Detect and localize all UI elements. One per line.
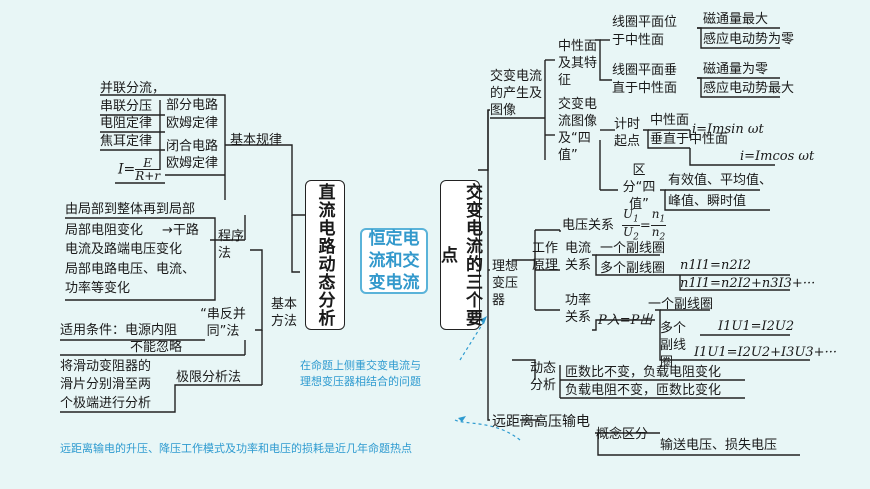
working-principle-label: 工作原理 bbox=[532, 241, 559, 273]
ideal-transformer-label: 理想变压器 bbox=[492, 259, 519, 308]
dynamic-case-2: 负载电阻不变，匝数比变化 bbox=[565, 383, 722, 398]
dynamic-case-1: 匝数比不变，负载电阻变化 bbox=[565, 365, 722, 380]
dc-analysis-label: 直流电路动态分析 bbox=[314, 183, 335, 327]
formula-rr: R+r bbox=[135, 169, 161, 183]
perp-neutral-text: 垂直于中性面 bbox=[650, 132, 729, 147]
ac-points-label: 交变电流的三个要点 bbox=[437, 183, 482, 327]
current-formula-1: n1I1=n2I2 bbox=[680, 258, 751, 273]
procedure-step-5: 功率等变化 bbox=[65, 281, 131, 296]
procedure-method-label: 程序法 bbox=[218, 229, 245, 261]
distinguish-four-values-label: 区分“四值” bbox=[622, 163, 656, 212]
parallel-shunt-text: 并联分流， bbox=[100, 81, 166, 96]
transmission-loss-text: 输送电压、损失电压 bbox=[660, 438, 778, 453]
power-equality-formula: P入=P出 bbox=[598, 313, 653, 328]
condition-text: 适用条件：电源内阻 bbox=[60, 323, 178, 338]
limit-step-2: 滑片分别滑至两 bbox=[60, 377, 152, 392]
procedure-step-2a: 局部电阻变化 bbox=[65, 223, 144, 238]
concept-distinction-label: 概念区分 bbox=[596, 427, 649, 442]
dc-analysis-box: 直流电路动态分析 bbox=[305, 180, 345, 330]
ohm-law-2-text: 欧姆定律 bbox=[166, 156, 219, 171]
coil-plane-perp-a: 线圈平面垂 bbox=[612, 63, 678, 78]
current-formula-2: n1I1=n2I2+n3I3+··· bbox=[680, 276, 816, 291]
coil-plane-perp-b: 直于中性面 bbox=[612, 81, 678, 96]
condition-text-2: 不能忽略 bbox=[130, 340, 183, 355]
procedure-step-4: 局部电路电压、电流、 bbox=[65, 262, 196, 277]
formula-e: E bbox=[135, 157, 161, 170]
coil-plane-at-neutral-a: 线圈平面位 bbox=[612, 15, 678, 30]
multi-secondary-coil-1: 多个副线圈 bbox=[600, 261, 666, 276]
power-relation-label: 功率关系 bbox=[565, 293, 592, 325]
limit-method-label: 极限分析法 bbox=[176, 370, 242, 385]
series-parallel-method-label: “串反并同”法 bbox=[200, 307, 246, 339]
flux-max-text: 磁通量最大 bbox=[703, 12, 769, 27]
dynamic-analysis-label: 动态分析 bbox=[530, 361, 557, 393]
cos-formula: i=Imcos ωt bbox=[740, 149, 815, 164]
limit-step-3: 个极端进行分析 bbox=[60, 396, 152, 411]
basic-method-label: 基本方法 bbox=[270, 297, 297, 329]
exam-note-1a: 在命题上侧重交变电流与 bbox=[300, 359, 421, 372]
procedure-step-1: 由局部到整体再到局部 bbox=[65, 202, 196, 217]
power-formula-1: I1U1=I2U2 bbox=[718, 319, 795, 334]
basic-rules-label: 基本规律 bbox=[230, 133, 283, 148]
exam-note-2: 远距离输电的升压、降压工作模式及功率和电压的损耗是近几年命题热点 bbox=[60, 442, 412, 455]
one-secondary-coil-1: 一个副线圈 bbox=[600, 241, 666, 256]
neutral-plane-label: 中性面及其特征 bbox=[558, 39, 598, 88]
long-distance-transmission-label: 远距离高压输电 bbox=[492, 414, 590, 430]
partial-circuit-text: 部分电路 bbox=[166, 98, 219, 113]
exam-note-1b: 理想变压器相结合的问题 bbox=[300, 375, 421, 388]
coil-plane-at-neutral-b: 于中性面 bbox=[612, 33, 665, 48]
ohm-law-1-text: 欧姆定律 bbox=[166, 116, 219, 131]
voltage-relation-label: 电压关系 bbox=[562, 218, 615, 233]
sin-formula: i=Imsin ωt bbox=[692, 122, 764, 137]
ac-graph-four-values-label: 交变电流图像及“四值” bbox=[558, 97, 598, 163]
joule-law-text: 焦耳定律 bbox=[100, 134, 153, 149]
one-secondary-coil-2: 一个副线圈 bbox=[648, 297, 714, 312]
emf-max-text: 感应电动势最大 bbox=[703, 81, 795, 96]
resistance-law-text: 电阻定律 bbox=[100, 116, 153, 131]
series-divide-text: 串联分压 bbox=[100, 99, 153, 114]
timing-start-label: 计时起点 bbox=[614, 117, 641, 149]
four-values-2: 峰值、瞬时值 bbox=[668, 194, 747, 209]
ac-points-box: 交变电流的三个要点 bbox=[437, 180, 482, 330]
center-topic-box: 恒定电流和交变电流 bbox=[360, 228, 428, 294]
center-topic-label: 恒定电流和交变电流 bbox=[368, 229, 420, 293]
four-values-1: 有效值、平均值、 bbox=[668, 173, 773, 188]
multi-secondary-coil-2: 多个副线圈 bbox=[660, 321, 687, 370]
procedure-step-2b: →干路 bbox=[162, 223, 199, 238]
limit-step-1: 将滑动变阻器的 bbox=[60, 359, 152, 374]
neutral-plane-text: 中性面 bbox=[650, 113, 690, 128]
current-relation-label: 电流关系 bbox=[565, 241, 592, 273]
formula-i: I= bbox=[118, 161, 136, 178]
procedure-step-3: 电流及路端电压变化 bbox=[65, 242, 183, 257]
ac-production-label: 交变电流的产生及图像 bbox=[490, 69, 543, 118]
power-formula-2: I1U1=I2U2+I3U3+··· bbox=[694, 345, 837, 360]
emf-zero-text: 感应电动势为零 bbox=[703, 32, 795, 47]
closed-circuit-text: 闭合电路 bbox=[166, 139, 219, 154]
flux-zero-text: 磁通量为零 bbox=[703, 62, 769, 77]
